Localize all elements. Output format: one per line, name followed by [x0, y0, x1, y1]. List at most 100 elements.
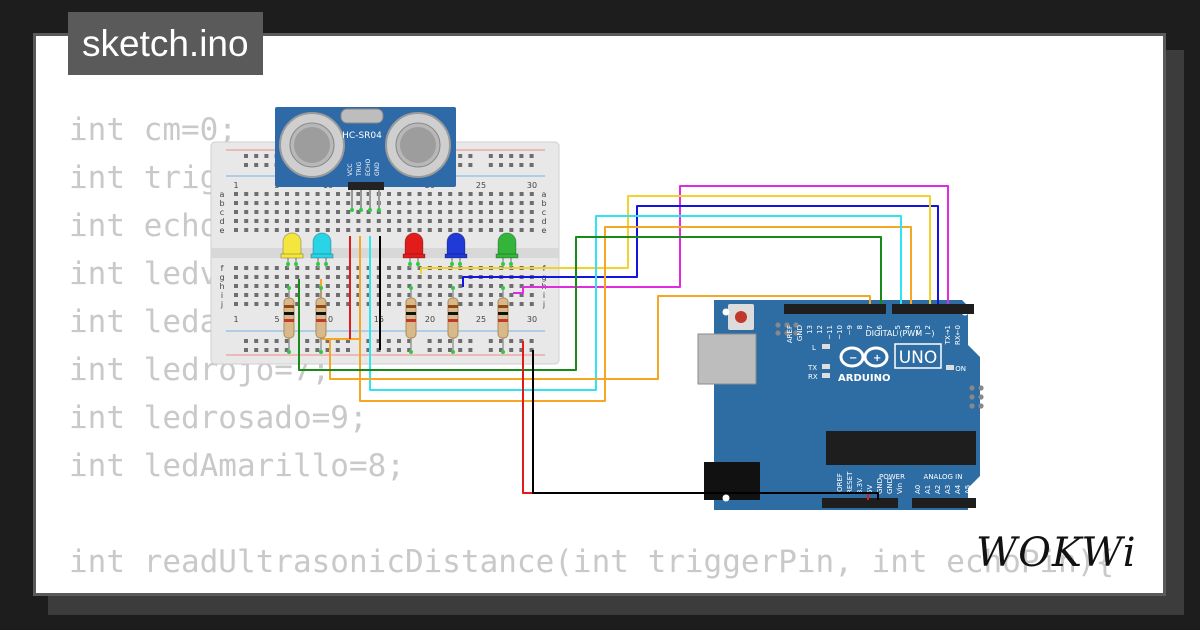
svg-text:+: + [873, 353, 881, 364]
analog-header-label: ANALOG IN [924, 473, 963, 481]
analog-pin-label: A1 [924, 485, 932, 494]
breadboard-row-label: g [219, 273, 224, 282]
led[interactable] [402, 232, 426, 268]
breadboard-column-label: 30 [527, 315, 537, 324]
board-led-label: ON [955, 365, 966, 373]
breadboard-row-label: c [542, 208, 546, 217]
breadboard-row-label: c [220, 208, 224, 217]
analog-pin-label: A0 [914, 485, 922, 494]
wire [513, 185, 949, 304]
breadboard-row-label: j [542, 300, 545, 309]
led[interactable] [444, 232, 468, 268]
led[interactable] [280, 232, 304, 268]
wire [420, 195, 931, 304]
power-pin-label: GND [886, 478, 894, 494]
analog-pin-label: A4 [954, 484, 962, 494]
breadboard-column-label: 30 [527, 181, 537, 190]
sensor-pin-label: VCC [347, 164, 354, 176]
breadboard-column-label: 5 [274, 315, 279, 324]
breadboard-row-label: i [543, 291, 545, 300]
wire [532, 350, 879, 500]
power-pin-label: RESET [846, 471, 854, 494]
power-pin-label: IOREF [836, 473, 844, 494]
breadboard-row-label: e [220, 226, 225, 235]
breadboard-row-label: d [219, 217, 224, 226]
digital-pin-label: TX→1 [944, 325, 952, 345]
digital-header-label: DIGITAL (PWM ~) [866, 329, 935, 338]
digital-pin-label: ~11 [826, 325, 834, 340]
board-led-label: L [812, 344, 816, 352]
power-pin-label: 3.3V [856, 478, 864, 494]
digital-pin-label: 12 [816, 325, 824, 334]
resistor[interactable] [283, 286, 295, 354]
led[interactable] [310, 232, 334, 268]
digital-pin-label: 13 [806, 325, 814, 334]
led-group [280, 232, 519, 268]
breadboard-row-label: b [541, 199, 546, 208]
resistor[interactable] [447, 286, 459, 354]
analog-pin-label: A3 [944, 485, 952, 494]
digital-pin-label: 2 [924, 325, 932, 329]
board-led-label: TX [807, 364, 817, 372]
digital-pin-label: ~9 [846, 325, 854, 335]
wire [369, 215, 902, 391]
power-pin-label: Vin [896, 483, 904, 494]
sensor-model-label: HC-SR04 [342, 131, 382, 141]
digital-pin-label: AREF [786, 325, 794, 343]
svg-text:−: − [849, 353, 857, 364]
analog-pin-label: A2 [934, 485, 942, 494]
power-jack [704, 462, 760, 500]
code-line: int ledAmarillo=8; [69, 448, 405, 484]
code-line: int echo [69, 208, 219, 244]
resistor[interactable] [497, 286, 509, 354]
breadboard-column-label: 1 [233, 181, 238, 190]
digital-pin-label: 8 [856, 325, 864, 329]
code-line: int readUltrasonicDistance(int triggerPi… [69, 544, 1115, 580]
breadboard-row-label: h [219, 282, 224, 291]
code-line: int trig [69, 160, 219, 196]
code-line: int ledrosado=9; [69, 400, 368, 436]
sensor-pin-label: GND [374, 162, 381, 176]
wire [462, 205, 939, 304]
digital-pin-label: RX←0 [954, 325, 962, 345]
power-header-label: POWER [879, 473, 905, 481]
breadboard-row-label: e [542, 226, 547, 235]
breadboard-column-label: 25 [476, 315, 486, 324]
arduino-model: UNO [899, 348, 938, 368]
microcontroller-chip [826, 431, 976, 465]
analog-pin-label: A5 [964, 485, 972, 494]
power-pin-label: GND [876, 478, 884, 494]
digital-pin-label: ~10 [836, 325, 844, 340]
digital-pin-label: GND [796, 325, 804, 341]
code-line: int ledv [69, 256, 219, 292]
file-tab[interactable]: sketch.ino [68, 12, 263, 75]
led[interactable] [495, 232, 519, 268]
arduino-logo: − + [839, 346, 889, 368]
breadboard-row-label: a [220, 190, 225, 199]
resistor[interactable] [405, 286, 417, 354]
wire [298, 236, 882, 371]
breadboard-row-label: a [542, 190, 547, 199]
digital-pin-label: 4 [904, 324, 912, 329]
code-line: int leda [69, 304, 219, 340]
digital-pin-label: 7 [866, 325, 874, 329]
resistor-group [283, 286, 509, 354]
digital-pin-label: ~3 [914, 325, 922, 335]
resistor[interactable] [315, 286, 327, 354]
sensor-pin-label: TRIG [356, 161, 363, 177]
breadboard-row-label: i [221, 291, 223, 300]
breadboard-column-label: 25 [476, 181, 486, 190]
breadboard-column-label: 1 [233, 315, 238, 324]
wokwi-logo: WOKWi [976, 530, 1137, 576]
breadboard-column-label: 20 [425, 315, 435, 324]
digital-pin-label: ~6 [876, 324, 884, 335]
breadboard-row-label: d [541, 217, 546, 226]
breadboard-row-label: b [219, 199, 224, 208]
svg-text:WOKWi: WOKWi [976, 530, 1137, 576]
breadboard-column-label: 10 [323, 315, 333, 324]
